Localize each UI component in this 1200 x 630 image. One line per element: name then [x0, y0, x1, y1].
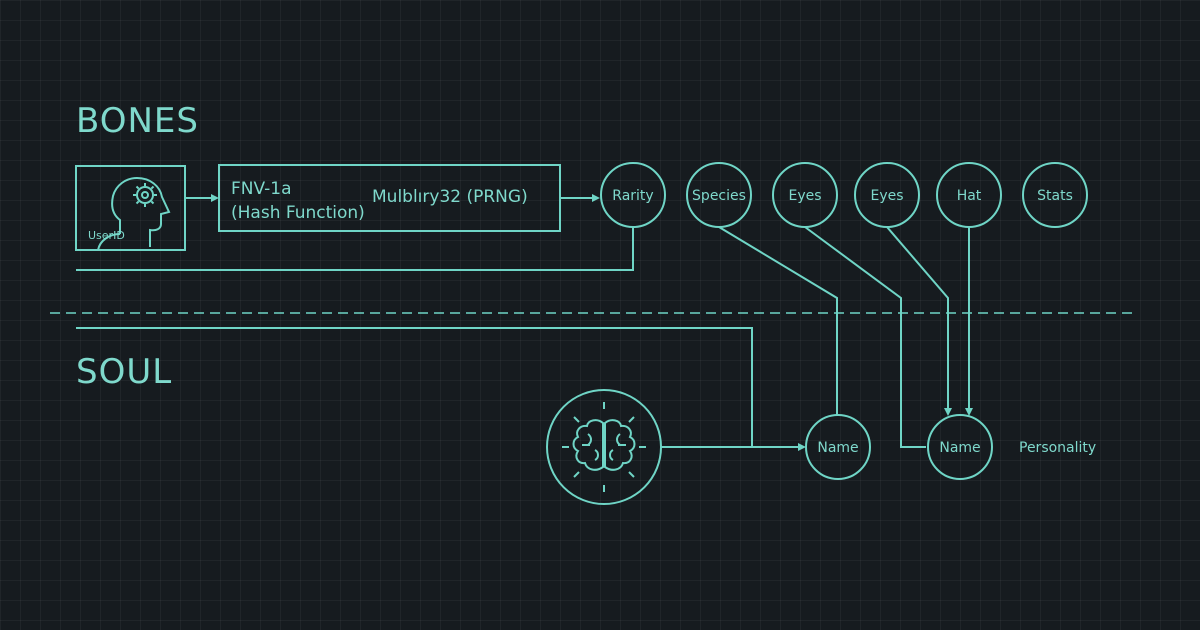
- hash-function-name: FNV-1a: [231, 179, 292, 199]
- prng-label: Mulblıry32 (PRNG): [372, 187, 528, 207]
- user-id-label: UserID: [88, 229, 125, 242]
- arrow-head-user-to-hash: [211, 194, 219, 202]
- bones-node-label: Species: [692, 188, 746, 204]
- arrow-head-hat-to-name2: [965, 408, 973, 416]
- bones-heading: BONES: [76, 101, 199, 141]
- connector-eyes1-to-name2: [804, 226, 926, 448]
- bones-node-label: Eyes: [870, 188, 903, 204]
- bones-node-species: Species: [686, 162, 752, 228]
- soul-node-name-2: Name: [927, 414, 993, 480]
- arrow-head-eyes2-to-name2: [944, 408, 952, 416]
- soul-node-label: Name: [817, 440, 858, 456]
- soul-input-line: [76, 327, 753, 447]
- user-id-box: UserID: [75, 165, 186, 251]
- connector-species-to-name: [718, 226, 838, 416]
- bones-node-hat: Hat: [936, 162, 1002, 228]
- bones-node-stats: Stats: [1022, 162, 1088, 228]
- connector-eyes2-to-name2: [886, 226, 949, 410]
- hash-function-caption: (Hash Function): [231, 203, 365, 223]
- arrow-head-brain-to-name: [798, 443, 806, 451]
- soul-heading: SOUL: [76, 352, 172, 392]
- user-gear-icon: [97, 176, 171, 251]
- bones-node-eyes-2: Eyes: [854, 162, 920, 228]
- bones-node-label: Hat: [957, 188, 982, 204]
- soul-node-name-1: Name: [805, 414, 871, 480]
- rarity-feedback-line: [76, 227, 634, 271]
- personality-label: Personality: [1019, 440, 1096, 456]
- brain-icon: [546, 389, 662, 505]
- bones-node-eyes-1: Eyes: [772, 162, 838, 228]
- bones-node-label: Eyes: [788, 188, 821, 204]
- soul-node-label: Name: [939, 440, 980, 456]
- bones-node-label: Stats: [1037, 188, 1073, 204]
- arrow-head-hash-to-rarity: [592, 194, 600, 202]
- bones-node-rarity: Rarity: [600, 162, 666, 228]
- bones-node-label: Rarity: [612, 188, 653, 204]
- hash-prng-box: FNV-1a (Hash Function) Mulblıry32 (PRNG): [218, 164, 561, 232]
